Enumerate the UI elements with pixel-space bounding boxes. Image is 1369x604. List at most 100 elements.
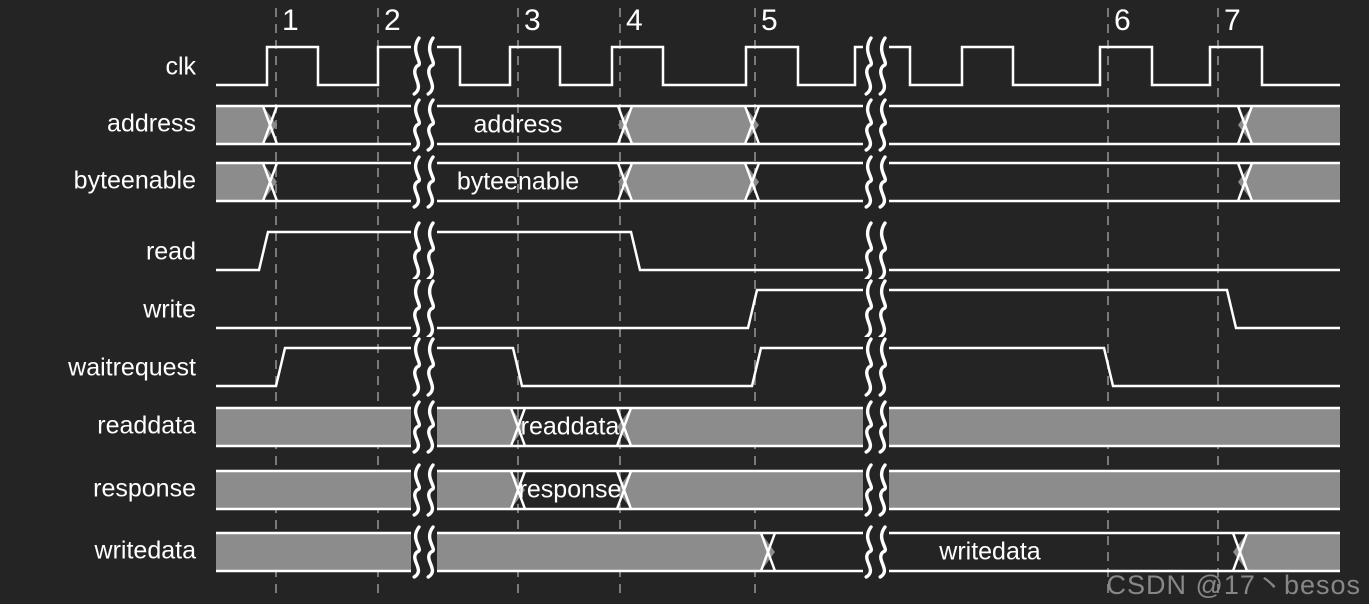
time-break — [863, 463, 889, 517]
time-break-curve-1 — [426, 463, 435, 517]
time-break-curve-0 — [864, 98, 873, 152]
signal-wave-layer: address byteenable readdata response writeda… — [216, 45, 1340, 573]
time-break-curve-0 — [412, 400, 421, 454]
time-break — [411, 98, 437, 152]
bus-transition-address-4 — [1236, 105, 1254, 145]
time-break-curve-0 — [412, 155, 421, 209]
time-break-curve-1 — [426, 221, 435, 281]
time-break — [863, 279, 889, 339]
time-break-curve-0 — [412, 337, 421, 397]
bus-value-response: response — [519, 476, 622, 504]
bus-dontcare-readdata-2 — [617, 408, 1340, 446]
time-break — [411, 221, 437, 281]
time-break-curve-1 — [426, 525, 435, 579]
bus-dontcare-address-0 — [216, 106, 277, 144]
bus-dontcare-address-4 — [1238, 106, 1340, 144]
time-break-curve-1 — [878, 98, 887, 152]
time-break — [411, 36, 437, 96]
bus-transition-readdata-1 — [509, 407, 527, 447]
bus-transition-address-3 — [743, 105, 761, 145]
waveform-waitrequest — [216, 346, 1340, 388]
time-break-curve-1 — [426, 279, 435, 339]
bus-value-writedata: writedata — [938, 538, 1041, 566]
time-break — [411, 525, 437, 579]
signal-label-writedata: writedata — [94, 537, 197, 565]
cycle-number-2: 2 — [384, 4, 401, 37]
cycle-number-6: 6 — [1114, 4, 1131, 37]
bus-transition-byteenable-4 — [1236, 162, 1254, 202]
time-break-curve-0 — [864, 155, 873, 209]
cycle-number-1: 1 — [282, 4, 299, 37]
watermark-text: CSDN @17丶besos — [1106, 570, 1361, 600]
time-break-curve-1 — [878, 279, 887, 339]
bus-dontcare-response-0 — [216, 471, 525, 509]
time-break — [863, 98, 889, 152]
signal-label-byteenable: byteenable — [74, 167, 196, 195]
time-break-curve-1 — [878, 36, 887, 96]
bus-value-readdata: readdata — [521, 413, 620, 441]
time-break — [863, 400, 889, 454]
bus-transition-byteenable-3 — [743, 162, 761, 202]
bus-transition-address-1 — [261, 105, 279, 145]
signal-label-layer: clkaddressbyteenablereadwritewaitrequest… — [67, 53, 196, 565]
bus-transition-writedata-1 — [759, 532, 777, 572]
time-break-curve-0 — [412, 463, 421, 517]
time-break — [411, 279, 437, 339]
time-break-curve-0 — [412, 98, 421, 152]
time-break-curve-0 — [864, 279, 873, 339]
bus-dontcare-address-2 — [618, 106, 759, 144]
signal-label-response: response — [93, 475, 196, 503]
time-break-curve-0 — [412, 36, 421, 96]
time-break-curve-1 — [878, 155, 887, 209]
time-break-curve-0 — [864, 221, 873, 281]
time-break-curve-1 — [878, 337, 887, 397]
time-break-curve-0 — [412, 279, 421, 339]
time-break — [411, 155, 437, 209]
time-break-layer — [411, 36, 889, 579]
bus-transition-address-2 — [616, 105, 634, 145]
bus-transition-byteenable-1 — [261, 162, 279, 202]
bus-dontcare-byteenable-2 — [618, 163, 759, 201]
time-break — [411, 337, 437, 397]
time-break-curve-1 — [426, 400, 435, 454]
bus-value-byteenable: byteenable — [457, 168, 579, 196]
signal-label-readdata: readdata — [97, 412, 196, 440]
bus-transition-byteenable-2 — [616, 162, 634, 202]
bus-dontcare-response-2 — [617, 471, 1340, 509]
time-break — [863, 221, 889, 281]
signal-label-read: read — [146, 238, 196, 266]
bus-value-address: address — [474, 111, 563, 139]
time-break-curve-1 — [878, 525, 887, 579]
cycle-number-4: 4 — [626, 4, 643, 37]
cycle-number-3: 3 — [524, 4, 541, 37]
time-break — [863, 155, 889, 209]
bus-dontcare-byteenable-0 — [216, 163, 277, 201]
bus-transition-response-2 — [615, 470, 633, 510]
time-break — [411, 463, 437, 517]
time-break-curve-0 — [412, 525, 421, 579]
bus-transition-writedata-2 — [1231, 532, 1249, 572]
time-break-curve-0 — [412, 221, 421, 281]
time-break-curve-0 — [864, 463, 873, 517]
time-break-curve-0 — [864, 337, 873, 397]
time-break-curve-1 — [426, 337, 435, 397]
time-break-curve-1 — [878, 400, 887, 454]
bus-dontcare-writedata-2 — [1233, 533, 1340, 571]
signal-label-write: write — [142, 296, 196, 324]
time-break-curve-1 — [878, 463, 887, 517]
waveform-clk — [216, 45, 1340, 87]
bus-transition-readdata-2 — [615, 407, 633, 447]
bus-dontcare-byteenable-4 — [1238, 163, 1340, 201]
time-break — [863, 36, 889, 96]
bus-transition-response-1 — [509, 470, 527, 510]
time-break-curve-0 — [864, 36, 873, 96]
time-break — [863, 525, 889, 579]
time-break-curve-1 — [426, 155, 435, 209]
time-break-curve-1 — [426, 36, 435, 96]
time-break-curve-0 — [864, 525, 873, 579]
time-break-curve-1 — [878, 221, 887, 281]
